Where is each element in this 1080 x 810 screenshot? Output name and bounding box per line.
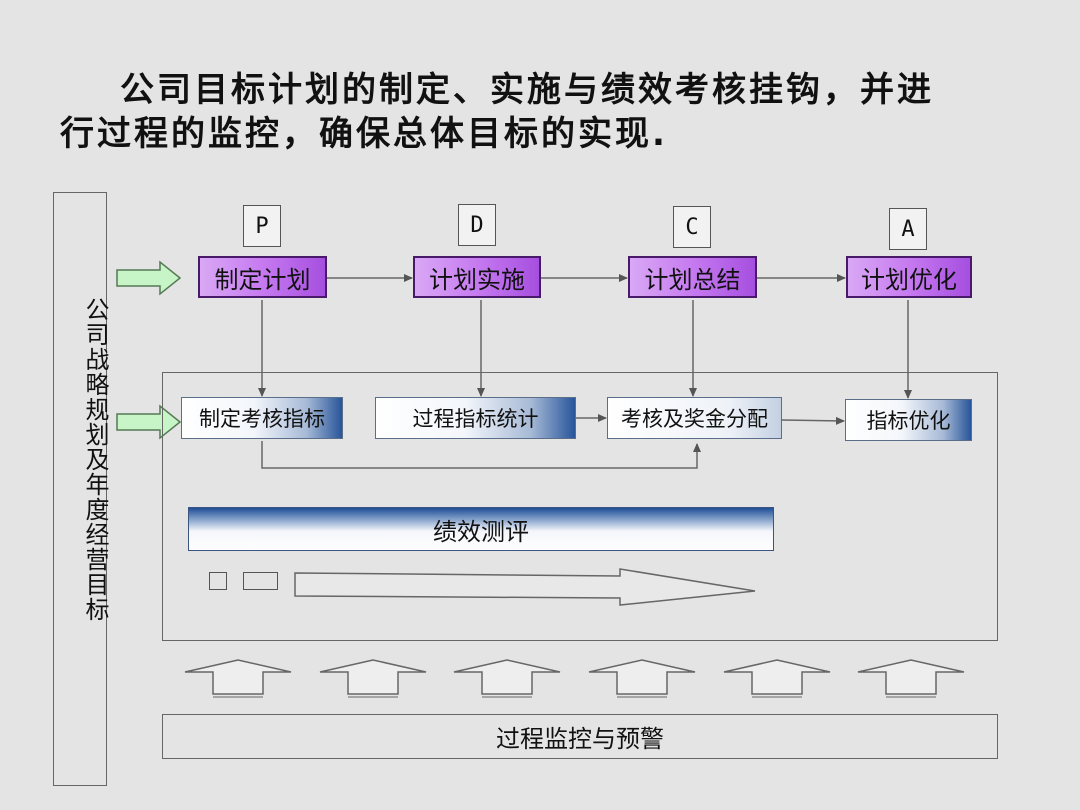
phase-letter-p: P <box>243 205 281 247</box>
strategy-sidebar-label: 公司战略规划及年度经营目标 <box>81 297 109 622</box>
performance-evaluation-bar: 绩效测评 <box>188 507 774 551</box>
headline-line-1: 公司目标计划的制定、实施与绩效考核挂钩，并进 <box>120 70 934 110</box>
flow-arrow <box>294 568 756 606</box>
up-arrow-6 <box>857 659 965 698</box>
phase-letter-d: D <box>458 204 496 246</box>
strategy-sidebar: 公司战略规划及年度经营目标 <box>53 192 109 786</box>
input-arrow-upper <box>116 260 182 296</box>
performance-panel <box>162 372 998 641</box>
connector-kpi-loop <box>261 441 701 469</box>
small-square-2 <box>243 572 278 590</box>
headline-line-2: 行过程的监控，确保总体目标的实现. <box>60 114 668 154</box>
kpi-assessment-bonus: 考核及奖金分配 <box>607 397 782 439</box>
stage-do: 计划实施 <box>413 256 541 298</box>
stage-check: 计划总结 <box>628 256 757 298</box>
kpi-process-stats: 过程指标统计 <box>375 397 576 439</box>
stage-plan: 制定计划 <box>198 256 327 298</box>
small-square-1 <box>209 572 227 590</box>
kpi-indicator-optimization: 指标优化 <box>845 399 972 441</box>
process-monitoring-bar: 过程监控与预警 <box>162 714 998 759</box>
up-arrow-5 <box>723 659 831 698</box>
kpi-define-indicators: 制定考核指标 <box>181 397 343 439</box>
phase-letter-a: A <box>889 208 927 250</box>
connector-bonus-to-opt <box>781 416 845 425</box>
input-arrow-lower <box>116 404 182 440</box>
up-arrow-2 <box>319 659 427 698</box>
up-arrow-1 <box>184 659 292 698</box>
up-arrow-3 <box>453 659 561 698</box>
headline: 公司目标计划的制定、实施与绩效考核挂钩，并进 行过程的监控，确保总体目标的实现. <box>60 68 1020 156</box>
stage-act: 计划优化 <box>846 256 972 298</box>
up-arrow-4 <box>588 659 696 698</box>
phase-letter-c: C <box>673 206 711 248</box>
